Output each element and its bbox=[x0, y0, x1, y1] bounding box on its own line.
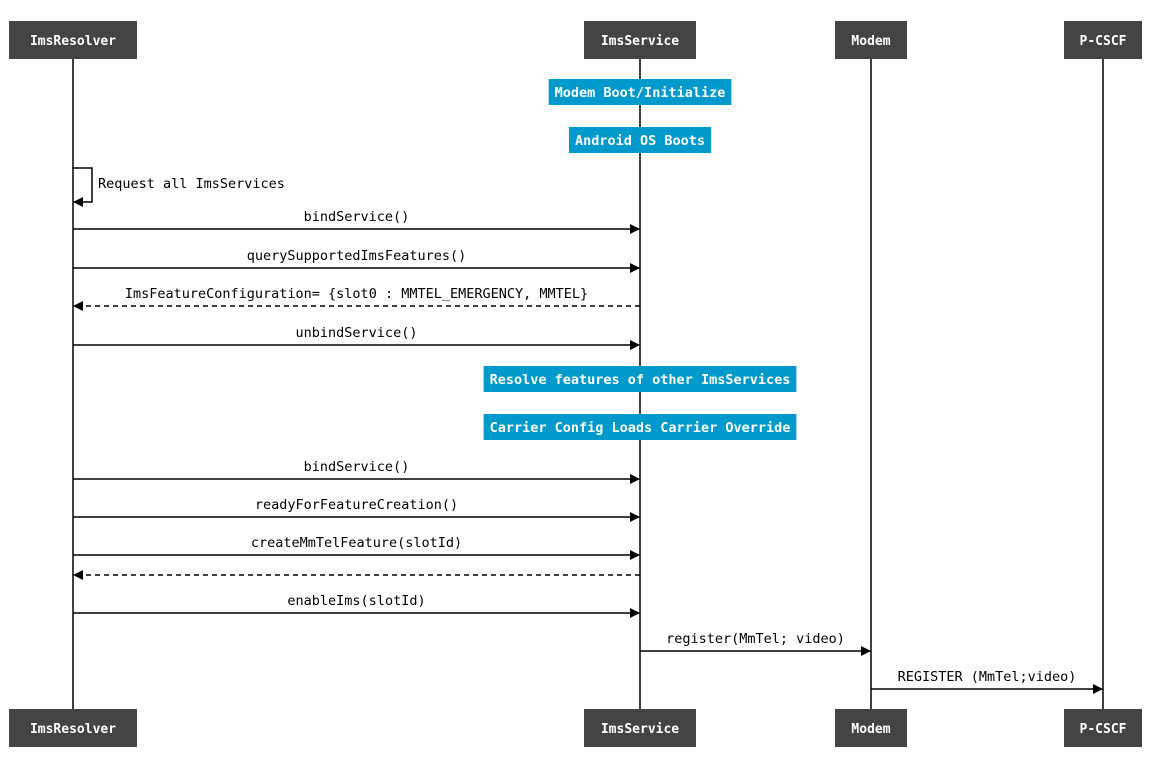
participant-label: ImsResolver bbox=[30, 34, 116, 49]
participant-box bbox=[835, 21, 907, 59]
self-message-arrow bbox=[73, 167, 93, 207]
message: REGISTER (MmTel;video) bbox=[871, 669, 1103, 694]
participant-label: P-CSCF bbox=[1080, 722, 1127, 737]
message-label: Request all ImsServices bbox=[98, 176, 285, 192]
message: querySupportedImsFeatures() bbox=[73, 248, 640, 273]
note-text: Android OS Boots bbox=[575, 133, 705, 149]
message-label: register(MmTel; video) bbox=[666, 631, 845, 647]
note: Modem Boot/Initialize bbox=[548, 79, 732, 105]
participant-modem-top: Modem bbox=[835, 21, 907, 59]
participant-box bbox=[584, 709, 696, 747]
participant-label: P-CSCF bbox=[1080, 34, 1127, 49]
message: enableIms(slotId) bbox=[73, 593, 640, 618]
message: createMmTelFeature(slotId) bbox=[73, 535, 640, 560]
message: bindService() bbox=[73, 459, 640, 484]
note: Resolve features of other ImsServices bbox=[483, 366, 797, 392]
message: bindService() bbox=[73, 209, 640, 234]
message: register(MmTel; video) bbox=[640, 631, 871, 656]
note-box bbox=[483, 366, 797, 392]
message: unbindService() bbox=[73, 325, 640, 350]
message-label: bindService() bbox=[304, 209, 410, 225]
message-label: enableIms(slotId) bbox=[287, 593, 425, 609]
note-box bbox=[568, 127, 712, 153]
note-box bbox=[483, 414, 797, 440]
message-label: readyForFeatureCreation() bbox=[255, 497, 458, 513]
participant-modem-bottom: Modem bbox=[835, 709, 907, 747]
participant-label: ImsResolver bbox=[30, 722, 116, 737]
message-label: unbindService() bbox=[296, 325, 418, 341]
note-text: Carrier Config Loads Carrier Override bbox=[490, 420, 791, 436]
participant-resolver-bottom: ImsResolver bbox=[9, 709, 137, 747]
participant-resolver-top: ImsResolver bbox=[9, 21, 137, 59]
participant-box bbox=[9, 21, 137, 59]
message-label: ImsFeatureConfiguration= {slot0 : MMTEL_… bbox=[125, 286, 588, 302]
participant-label: ImsService bbox=[601, 722, 679, 737]
message-label: REGISTER (MmTel;video) bbox=[898, 669, 1077, 685]
participant-service-bottom: ImsService bbox=[584, 709, 696, 747]
participant-label: Modem bbox=[851, 722, 890, 737]
participant-box bbox=[835, 709, 907, 747]
lifelines bbox=[72, 59, 1104, 709]
participant-label: ImsService bbox=[601, 34, 679, 49]
self-message: Request all ImsServices bbox=[73, 167, 285, 207]
message-label: createMmTelFeature(slotId) bbox=[251, 535, 462, 551]
participant-pcscf-top: P-CSCF bbox=[1064, 21, 1142, 59]
message: ImsFeatureConfiguration= {slot0 : MMTEL_… bbox=[73, 286, 640, 311]
participants-top: ImsResolver ImsService Modem P-CSCF bbox=[9, 21, 1142, 59]
participant-pcscf-bottom: P-CSCF bbox=[1064, 709, 1142, 747]
note-text: Resolve features of other ImsServices bbox=[490, 372, 791, 388]
note: Carrier Config Loads Carrier Override bbox=[483, 414, 797, 440]
message: readyForFeatureCreation() bbox=[73, 497, 640, 522]
participant-service-top: ImsService bbox=[584, 21, 696, 59]
participant-box bbox=[584, 21, 696, 59]
participant-box bbox=[1064, 21, 1142, 59]
participant-box bbox=[9, 709, 137, 747]
participant-label: Modem bbox=[851, 34, 890, 49]
note: Android OS Boots bbox=[568, 127, 712, 153]
participant-box bbox=[1064, 709, 1142, 747]
note-text: Modem Boot/Initialize bbox=[555, 85, 726, 101]
message-label: querySupportedImsFeatures() bbox=[247, 248, 466, 264]
message-label: bindService() bbox=[304, 459, 410, 475]
participants-bottom: ImsResolver ImsService Modem P-CSCF bbox=[9, 709, 1142, 747]
note-box bbox=[548, 79, 732, 105]
